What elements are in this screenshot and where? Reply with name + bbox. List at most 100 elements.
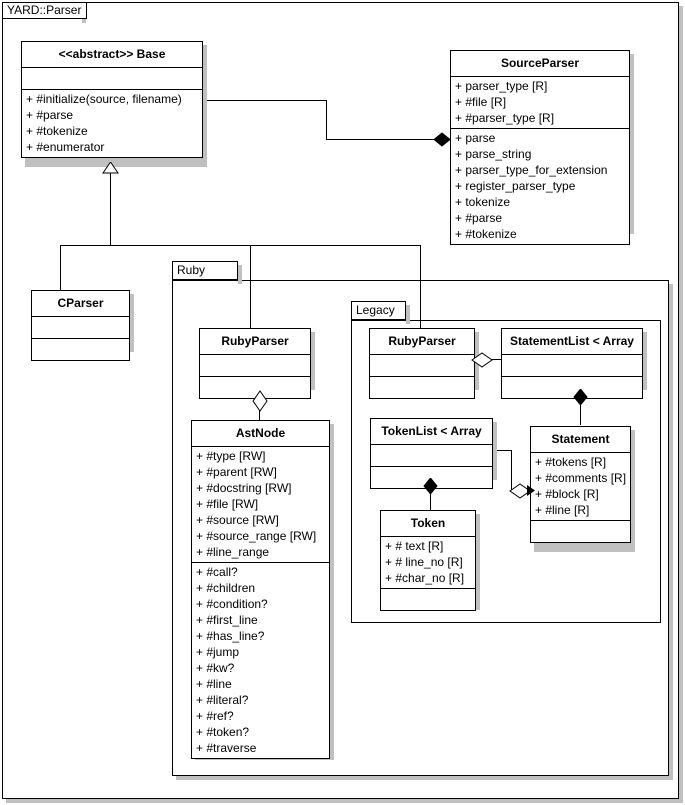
class-member: + #call? [196,565,238,579]
class-member: + #type [RW] [196,449,266,463]
class-member: + #source_range [RW] [196,529,317,543]
class-legacy-rubyparser[interactable]: RubyParser [369,328,475,399]
class-legacy-rubyparser-title: RubyParser [388,334,456,348]
class-member: + #source [RW] [196,513,279,527]
edge-tokenlist-token [430,478,431,514]
arrowhead-statement-tokens [527,485,535,496]
class-member: + #children [196,581,256,595]
class-member: + #file [RW] [196,497,259,511]
class-member: + #initialize(source, filename) [26,92,182,106]
edge-generalization-v-cparser [60,245,61,290]
class-member: + #tokens [R] [535,455,607,469]
aggregation-diamond-statementlist [471,352,493,368]
class-member: + #comments [R] [535,471,627,485]
class-tokenlist-operations [371,466,492,488]
class-cparser[interactable]: CParser [31,290,130,361]
class-astnode[interactable]: AstNode + #type [RW] + #parent [RW] + #d… [191,420,330,759]
class-sourceparser-operations: + parse + parse_string + parser_type_for… [451,128,629,244]
class-member: + parser_type_for_extension [455,163,608,177]
class-member: + #tokenize [455,227,517,241]
aggregation-diamond-astnode [252,390,268,412]
class-member: + parser_type [R] [455,79,548,93]
class-sourceparser-title: SourceParser [500,56,580,70]
class-member: + #token? [196,725,250,739]
package-legacy-tab: Legacy [351,301,406,320]
class-statement[interactable]: Statement + #tokens [R] + #comments [R] … [530,426,631,543]
class-astnode-operations: + #call? + #children + #condition? + #fi… [192,562,329,758]
generalization-triangle-base [102,162,119,174]
class-statementlist[interactable]: StatementList < Array [501,328,643,399]
edge-statementlist-statement [580,388,581,425]
class-token-title: Token [410,516,446,530]
class-base-title: <<abstract>> Base [58,47,166,61]
class-tokenlist-attributes [371,444,492,466]
class-token-attributes: + # text [R] + # line_no [R] + #char_no … [381,536,475,588]
class-member: + #parent [RW] [196,465,277,479]
class-ruby-rubyparser[interactable]: RubyParser [199,328,311,399]
edge-base-sourceparser-v [326,100,327,140]
class-member: + #parse [455,211,503,225]
class-statementlist-title: StatementList < Array [510,334,634,348]
class-ruby-rubyparser-title: RubyParser [221,334,289,348]
edge-generalization-stem [110,173,111,245]
class-member: + #first_line [196,613,258,627]
composition-diamond-sourceparser [434,132,451,147]
class-member: + #literal? [196,693,249,707]
class-member: + tokenize [455,195,511,209]
class-statement-operations [531,520,630,542]
class-ruby-rubyparser-attributes [200,354,310,376]
class-member: + #line_range [196,545,270,559]
class-ruby-rubyparser-operations [200,376,310,398]
class-sourceparser-attributes: + parser_type [R] + #file [R] + #parser_… [451,76,629,128]
class-cparser-attributes [32,316,129,338]
class-member: + # text [R] [385,539,444,553]
edge-generalization-h-right [110,245,421,246]
class-statementlist-attributes [502,354,642,376]
class-member: + #parser_type [R] [455,111,555,125]
class-member: + register_parser_type [455,179,576,193]
class-member: + #condition? [196,597,268,611]
class-tokenlist[interactable]: TokenList < Array [370,418,493,489]
composition-diamond-token [423,478,438,495]
class-member: + #has_line? [196,629,265,643]
edge-tokenlist-statement-v [511,450,512,490]
class-member: + #tokenize [26,124,88,138]
class-tokenlist-title: TokenList < Array [381,424,482,438]
class-member: + #ref? [196,709,234,723]
class-token[interactable]: Token + # text [R] + # line_no [R] + #ch… [380,510,476,611]
class-member: + #block [R] [535,487,599,501]
class-member: + # line_no [R] [385,555,463,569]
class-member: + #jump [196,645,240,659]
package-ruby-tab-shadow [238,265,242,284]
class-legacy-rubyparser-attributes [370,354,474,376]
package-ruby-tab: Ruby [172,261,238,280]
class-member: + #char_no [R] [385,571,465,585]
class-member: + #docstring [RW] [196,481,292,495]
class-member: + parse [455,131,496,145]
class-base-operations: + #initialize(source, filename) + #parse… [22,89,202,157]
class-member: + #parse [26,108,74,122]
frame-title-tab: YARD::Parser [2,2,88,19]
edge-generalization-v-legacyparser [420,245,421,329]
edge-generalization-v-rubyparser [250,245,251,329]
class-statement-title: Statement [551,432,610,446]
class-statement-attributes: + #tokens [R] + #comments [R] + #block [… [531,452,630,520]
class-legacy-rubyparser-operations [370,376,474,398]
class-member: + #line [196,677,232,691]
class-sourceparser[interactable]: SourceParser + parser_type [R] + #file [… [450,50,630,245]
class-member: + #traverse [196,741,257,755]
class-member: + #enumerator [26,140,105,154]
edge-base-sourceparser-h2 [326,139,440,140]
class-member: + #line [R] [535,503,590,517]
edge-generalization-h-left [60,245,111,246]
class-base-attributes [22,67,202,89]
class-member: + #kw? [196,661,235,675]
class-statementlist-operations [502,376,642,398]
class-astnode-attributes: + #type [RW] + #parent [RW] + #docstring… [192,446,329,562]
class-member: + parse_string [455,147,532,161]
composition-diamond-statement [573,389,588,406]
class-astnode-title: AstNode [235,426,286,440]
edge-base-sourceparser-h1 [203,100,327,101]
class-base[interactable]: <<abstract>> Base + #initialize(source, … [21,41,203,158]
